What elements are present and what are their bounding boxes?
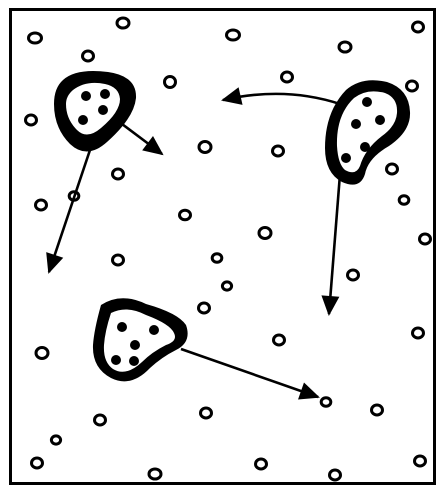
small-particle	[330, 470, 341, 480]
small-particle	[180, 210, 191, 220]
small-particle	[372, 405, 383, 415]
small-particle	[36, 348, 48, 359]
small-particle	[399, 196, 409, 205]
small-particle	[415, 456, 426, 466]
small-particle	[259, 228, 271, 239]
small-particle	[212, 254, 222, 263]
small-particle	[201, 408, 212, 418]
small-particle	[273, 146, 284, 156]
small-particle	[95, 415, 106, 425]
small-particle	[274, 335, 285, 345]
small-particle	[51, 436, 60, 444]
small-particle	[199, 142, 211, 153]
small-particle	[222, 282, 231, 290]
small-particle	[117, 18, 129, 28]
small-particle	[227, 30, 240, 40]
small-particle	[407, 81, 418, 91]
small-particle	[413, 328, 424, 338]
small-particle	[339, 42, 351, 52]
small-particle	[199, 303, 210, 313]
small-particle	[420, 234, 431, 244]
small-particle	[282, 72, 293, 82]
small-particle	[29, 33, 42, 43]
small-particle	[413, 22, 424, 32]
small-particle	[256, 459, 267, 469]
small-particle	[32, 458, 43, 468]
small-particle	[321, 398, 331, 407]
small-particle	[83, 51, 94, 61]
small-particle	[113, 255, 124, 265]
small-particle	[113, 169, 124, 179]
small-particle	[36, 200, 47, 210]
small-particle	[26, 115, 37, 125]
small-particle	[165, 77, 176, 88]
small-particle	[348, 270, 359, 280]
small-particle	[149, 469, 161, 479]
small-particle	[387, 164, 398, 174]
